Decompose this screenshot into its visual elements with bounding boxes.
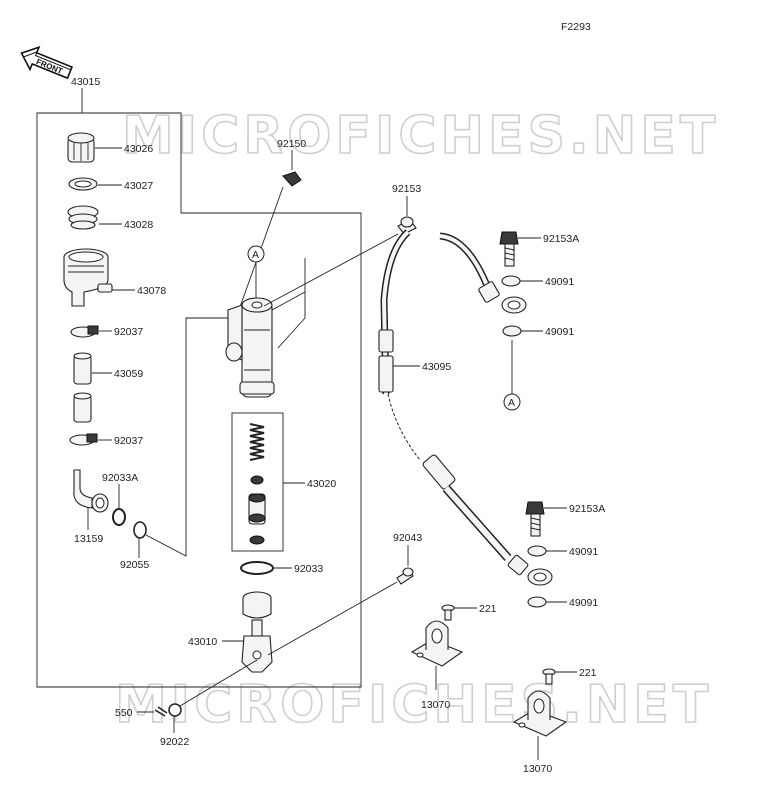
label-92037-top: 92037 [114, 326, 143, 338]
circlip-large [240, 561, 274, 575]
union-bolt-92153 [397, 216, 417, 235]
union-bolt-92153A-bottom [525, 501, 545, 537]
push-rod [241, 591, 273, 673]
label-43095: 43095 [422, 361, 451, 373]
label-49091-2: 49091 [545, 326, 574, 338]
label-221-upper: 221 [479, 603, 497, 615]
bracket-13070-lower [512, 690, 568, 737]
diaphragm-plate [68, 177, 98, 191]
reservoir-tank [63, 248, 113, 307]
label-92153A-bottom: 92153A [569, 503, 605, 515]
cotter-pin [154, 706, 168, 717]
union-bolt-92153A-top [499, 231, 519, 267]
piston-kit [248, 423, 266, 545]
label-13159: 13159 [74, 533, 103, 545]
clevis-pin [396, 567, 414, 585]
watermark-top: MICROFICHES.NET [122, 106, 719, 166]
washer-49091-4 [527, 596, 547, 608]
o-ring [133, 521, 147, 539]
circlip-small [112, 508, 126, 526]
label-92153A-top: 92153A [543, 233, 579, 245]
label-550: 550 [115, 707, 133, 719]
label-43078: 43078 [137, 285, 166, 297]
label-43059: 43059 [114, 368, 143, 380]
label-92033A: 92033A [102, 472, 138, 484]
label-43026: 43026 [124, 143, 153, 155]
label-92033: 92033 [294, 563, 323, 575]
elbow-fitting [73, 469, 109, 513]
label-49091-3: 49091 [569, 546, 598, 558]
label-92150: 92150 [277, 138, 306, 150]
callout-a-top-label: A [252, 249, 259, 261]
label-92153: 92153 [392, 183, 421, 195]
front-arrow-icon: FRONT [20, 45, 74, 80]
label-13070-upper: 13070 [421, 699, 450, 711]
label-43020: 43020 [307, 478, 336, 490]
label-43015: 43015 [71, 76, 100, 88]
screw-221-lower [542, 668, 556, 685]
piston-kit-box [231, 412, 284, 552]
hose-clamp-top [70, 325, 99, 338]
diagram-code: F2293 [561, 21, 591, 33]
brake-hose [378, 229, 553, 586]
callout-a-right-label: A [508, 397, 515, 409]
callout-a-right [503, 393, 521, 411]
assembly-frame [36, 88, 362, 688]
watermark-bottom: MICROFICHES.NET [115, 675, 712, 735]
diaphragm [67, 205, 99, 230]
bracket-13070-upper [410, 620, 464, 667]
washer-49091-1 [501, 275, 521, 287]
screw-221-upper [441, 604, 455, 621]
label-92055: 92055 [120, 559, 149, 571]
bolt-92150 [235, 171, 302, 319]
label-49091-1: 49091 [545, 276, 574, 288]
washer-49091-3 [527, 545, 547, 557]
master-cylinder-body [225, 297, 275, 398]
label-92043: 92043 [393, 532, 422, 544]
reservoir-hose [73, 352, 92, 423]
label-92022: 92022 [160, 736, 189, 748]
label-43010: 43010 [188, 636, 217, 648]
label-221-lower: 221 [579, 667, 597, 679]
reservoir-cap [67, 132, 95, 163]
label-92037-bottom: 92037 [114, 435, 143, 447]
washer-49091-2 [502, 325, 522, 337]
washer-92022 [168, 703, 182, 717]
label-43028: 43028 [124, 219, 153, 231]
label-43027: 43027 [124, 180, 153, 192]
label-49091-4: 49091 [569, 597, 598, 609]
hose-clamp-bottom [69, 433, 98, 446]
label-13070-lower: 13070 [523, 763, 552, 775]
